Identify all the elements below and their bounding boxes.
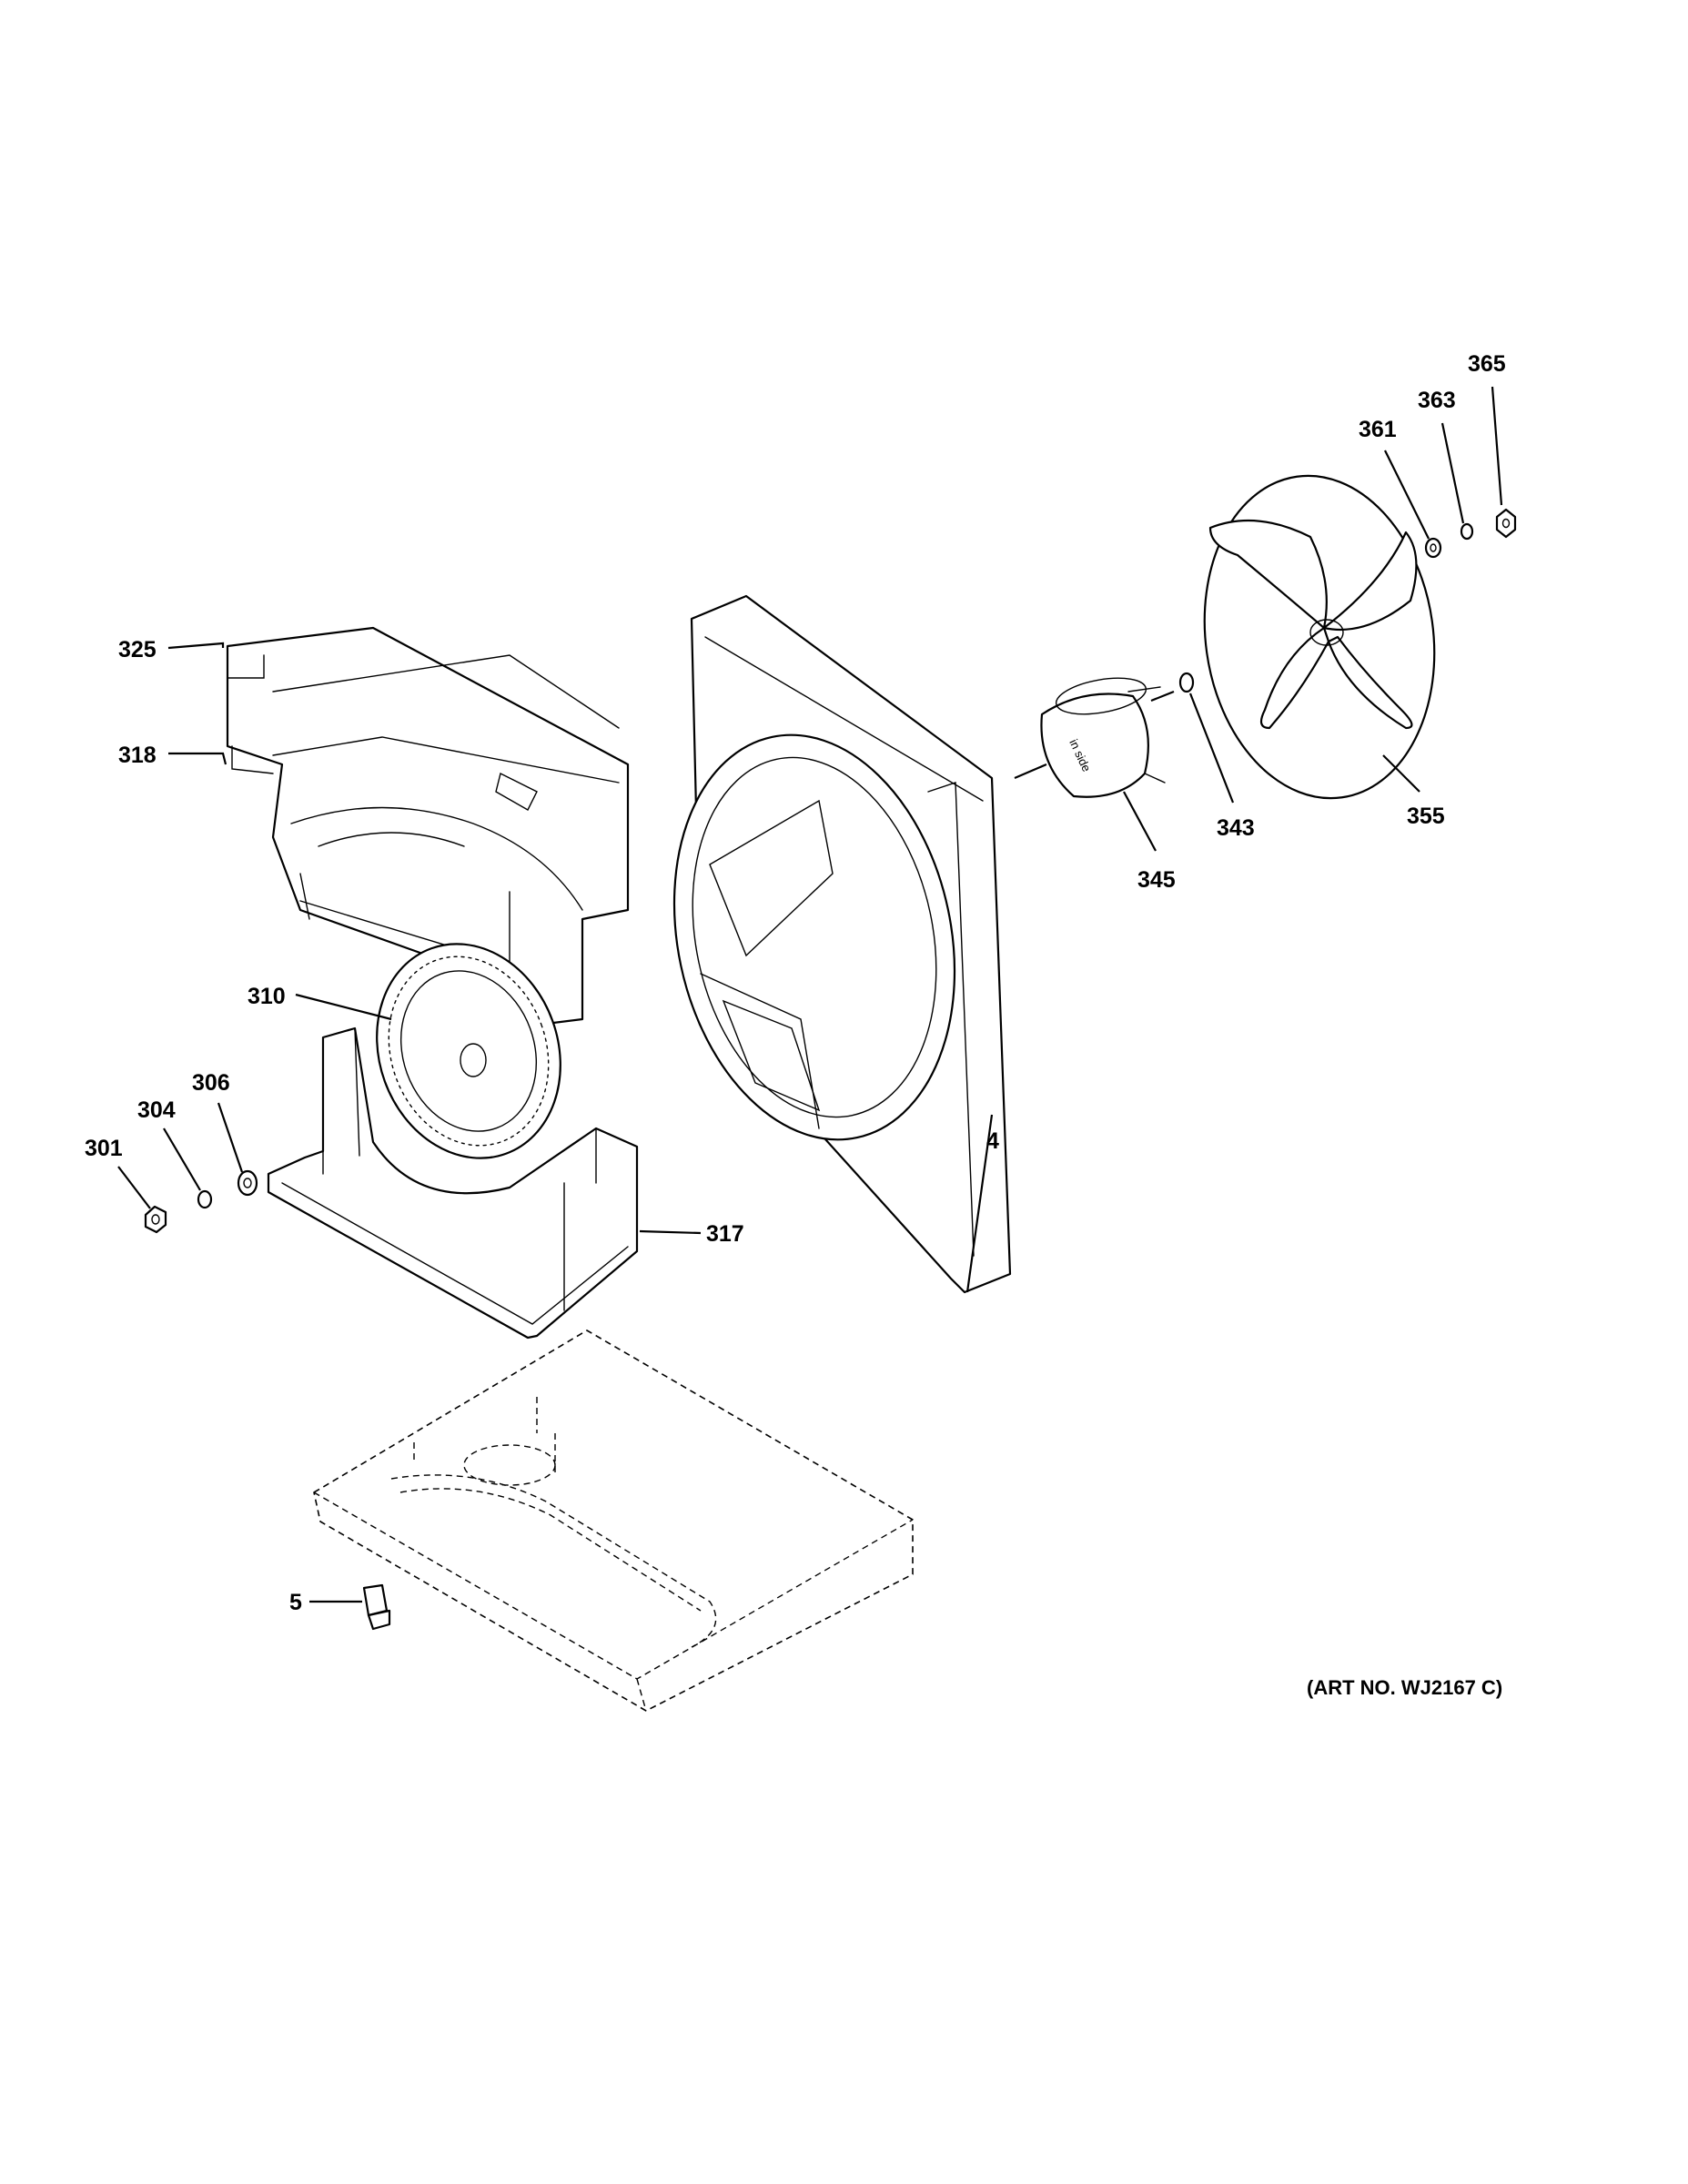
part-365-nut [1495, 508, 1517, 539]
part-361-washer [1424, 537, 1442, 559]
callout-317: 317 [706, 1221, 744, 1247]
callout-355: 355 [1407, 804, 1445, 829]
callout-304: 304 [137, 1097, 176, 1123]
callout-310: 310 [248, 984, 286, 1009]
callout-361: 361 [1359, 417, 1397, 442]
part-301-nut [144, 1205, 167, 1234]
part-355-fan-blade [1203, 474, 1436, 800]
callout-325: 325 [118, 637, 157, 662]
part-5-clip [362, 1583, 391, 1631]
part-306-washer [237, 1169, 258, 1197]
callout-306: 306 [192, 1070, 230, 1096]
callout-365: 365 [1468, 351, 1506, 377]
part-343-washer [1178, 672, 1195, 693]
callout-4: 4 [986, 1128, 999, 1154]
callout-301: 301 [85, 1136, 123, 1161]
callout-labels: 365 363 361 325 318 343 355 345 310 306 … [85, 351, 1506, 1699]
part-4-shroud [672, 594, 1012, 1294]
callout-363: 363 [1418, 388, 1456, 413]
art-number: (ART NO. WJ2167 C) [1307, 1676, 1502, 1699]
part-363-lockwasher [1460, 522, 1474, 541]
part-310-blower-wheel [376, 943, 561, 1159]
leader-lines [117, 386, 1503, 1603]
part-304-lockwasher [197, 1189, 213, 1209]
callout-318: 318 [118, 743, 157, 768]
part-345-fan-motor: in side [1014, 677, 1175, 798]
callout-5: 5 [289, 1590, 302, 1615]
part-317-base-scroll [267, 1026, 639, 1340]
base-pan [313, 1330, 914, 1712]
callout-343: 343 [1217, 815, 1255, 841]
callout-345: 345 [1137, 867, 1176, 893]
